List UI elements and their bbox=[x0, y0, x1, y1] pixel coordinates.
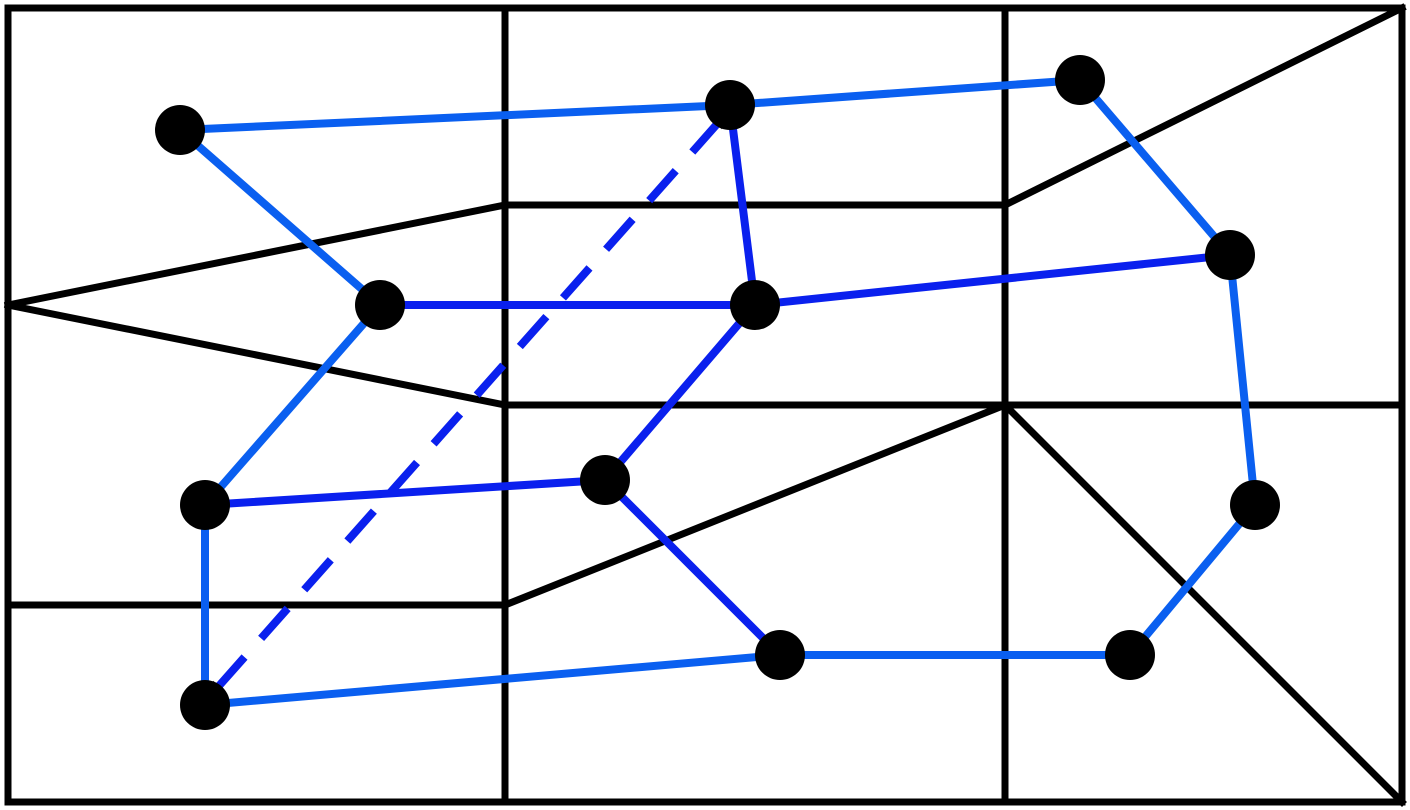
region-border-line bbox=[1000, 400, 1407, 807]
region-border-line bbox=[3, 300, 510, 410]
graph-node bbox=[1205, 230, 1255, 280]
graph-node bbox=[1105, 630, 1155, 680]
graph-edge bbox=[201, 651, 784, 709]
graph-edge bbox=[726, 76, 1084, 109]
graph-edge bbox=[601, 301, 759, 484]
graph-edge bbox=[176, 101, 734, 134]
graph-edge bbox=[1126, 501, 1259, 659]
graph-node bbox=[155, 105, 205, 155]
graph-nodes bbox=[155, 55, 1280, 730]
graph-edge bbox=[726, 101, 759, 309]
graph-node bbox=[755, 630, 805, 680]
graph-node bbox=[1055, 55, 1105, 105]
graph-edge bbox=[201, 476, 609, 509]
graph-edge bbox=[176, 126, 384, 309]
graph-edge bbox=[201, 301, 384, 509]
graph-node bbox=[1230, 480, 1280, 530]
graph-edges bbox=[176, 76, 1259, 709]
graph-node bbox=[180, 680, 230, 730]
graph-edge bbox=[1076, 76, 1234, 259]
graph-node bbox=[355, 280, 405, 330]
region-border-line bbox=[3, 200, 510, 310]
region-border-line bbox=[500, 400, 1010, 610]
region-borders bbox=[3, 3, 1407, 807]
graph-edge bbox=[751, 251, 1234, 309]
region-border-line bbox=[1000, 3, 1407, 210]
graph-node bbox=[180, 480, 230, 530]
graph-node bbox=[705, 80, 755, 130]
graph-node bbox=[730, 280, 780, 330]
graph-edge bbox=[601, 476, 784, 659]
graph-node bbox=[580, 455, 630, 505]
graph-edge bbox=[1226, 251, 1259, 509]
